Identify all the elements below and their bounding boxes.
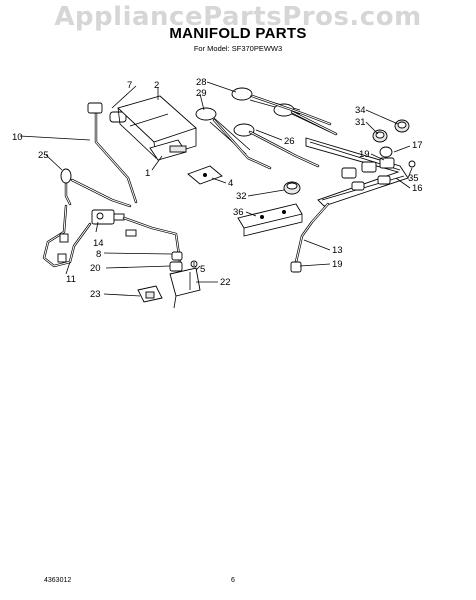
leader-lines — [19, 81, 413, 297]
callout-17: 17 — [412, 140, 423, 151]
callout-7: 7 — [127, 80, 132, 91]
callout-22: 22 — [220, 277, 231, 288]
valve-assembly-14 — [91, 209, 125, 225]
manifold-pipe-16 — [305, 137, 409, 207]
tube-13 — [290, 202, 330, 273]
callout-29: 29 — [196, 88, 207, 99]
callout-5: 5 — [200, 264, 205, 275]
callout-10: 10 — [12, 132, 23, 143]
callout-13: 13 — [332, 245, 343, 256]
callout-14: 14 — [93, 238, 104, 249]
callout-31: 31 — [355, 117, 366, 128]
callout-32: 32 — [236, 191, 247, 202]
supply-tube — [122, 216, 182, 264]
valve-17 — [379, 146, 393, 158]
bracket-4 — [187, 165, 223, 185]
orifice-32 — [283, 181, 301, 195]
model-subtitle: For Model: SF370PEWW3 — [193, 44, 283, 53]
callout-11: 11 — [66, 274, 76, 285]
page-number: 6 — [231, 577, 235, 584]
fitting-8-20 — [169, 251, 183, 272]
callout-19-top: 19 — [359, 149, 370, 160]
screw-5 — [190, 260, 198, 268]
callouts: 7 2 10 25 1 4 14 8 20 11 23 5 22 28 29 2… — [12, 77, 423, 300]
valve-7 — [87, 102, 127, 123]
knob-31 — [372, 129, 388, 143]
valve-23 — [137, 285, 163, 303]
burner-tubes — [212, 94, 338, 170]
callout-2: 2 — [154, 80, 159, 91]
page-title: MANIFOLD PARTS — [169, 25, 307, 42]
bracket-1 — [149, 139, 187, 161]
watermark: AppliancePartsPros.com — [54, 2, 422, 32]
callout-20: 20 — [90, 263, 101, 274]
manifold-valves — [341, 157, 395, 191]
document-number: 4363012 — [44, 577, 72, 584]
callout-34: 34 — [355, 105, 366, 116]
callout-4: 4 — [228, 178, 233, 189]
bracket-36 — [237, 203, 303, 237]
callout-26: 26 — [284, 136, 295, 147]
callout-19-bottom: 19 — [332, 259, 343, 270]
callout-1: 1 — [145, 168, 150, 179]
bracket-22 — [169, 267, 201, 309]
callout-25: 25 — [38, 150, 49, 161]
screw-35 — [408, 160, 416, 168]
callout-28: 28 — [196, 77, 207, 88]
callout-8: 8 — [96, 249, 101, 260]
callout-35: 35 — [408, 173, 419, 184]
callout-36: 36 — [233, 207, 244, 218]
knob-34 — [394, 119, 410, 133]
manifold-tube-10 — [94, 110, 138, 204]
tube-11 — [42, 204, 92, 268]
tube-25 — [60, 168, 132, 208]
callout-23: 23 — [90, 289, 101, 300]
callout-16: 16 — [412, 183, 423, 194]
